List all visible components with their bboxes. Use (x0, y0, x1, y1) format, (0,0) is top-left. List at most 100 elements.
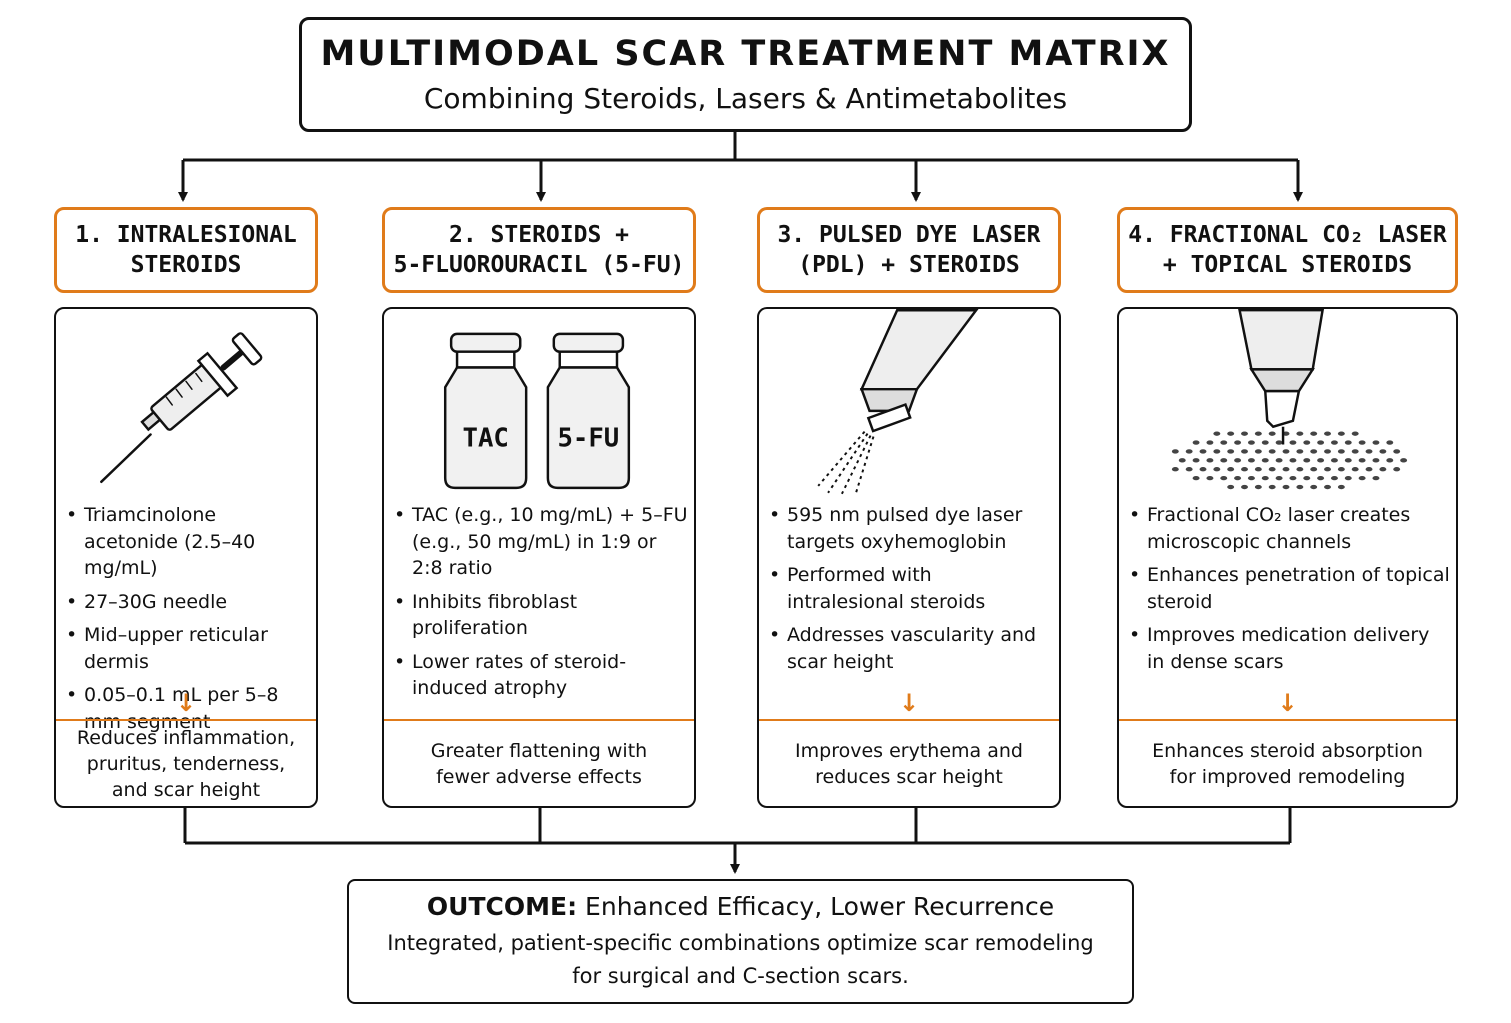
bullet-item: Inhibits fibroblast proliferation (394, 589, 688, 642)
divider (56, 719, 316, 721)
microchannel-dot (1220, 475, 1228, 481)
bullet-item: Addresses vascularity and scar height (769, 622, 1053, 675)
outcome-body: Integrated, patient-specific combination… (387, 927, 1093, 993)
heading-line: 2. STEROIDS + (448, 222, 629, 248)
microchannel-dot (1296, 467, 1304, 472)
microchannel-dot (1289, 475, 1297, 481)
microchannel-dot (1337, 449, 1345, 454)
down-arrow-icon: ↓ (175, 689, 197, 717)
treatment-card-3: 595 nm pulsed dye laser targets oxyhemog… (757, 307, 1061, 808)
microchannel-dot (1400, 458, 1408, 463)
outcome-line: for surgical and C-section scars. (572, 963, 909, 988)
heading-line: (PDL) + STEROIDS (798, 252, 1020, 278)
microchannel-dot (1372, 440, 1380, 445)
heading-line: 5-FLUOROURACIL (5-FU) (393, 252, 685, 278)
syringe-icon (100, 332, 263, 484)
bullet-item: Lower rates of steroid-induced atrophy (394, 649, 688, 702)
microchannel-dot (1379, 449, 1387, 454)
microchannel-dot (1220, 440, 1228, 445)
microchannel-dot (1310, 467, 1318, 472)
microchannel-dot (1254, 449, 1262, 454)
microchannel-dot (1358, 440, 1366, 445)
outcome-line: Integrated, patient-specific combination… (387, 930, 1094, 955)
title-box: MULTIMODAL SCAR TREATMENT MATRIX Combini… (299, 17, 1192, 132)
microchannel-dot (1289, 440, 1297, 445)
microchannel-dots (1171, 431, 1408, 490)
microchannel-dot (1324, 484, 1331, 490)
bullet-list: TAC (e.g., 10 mg/mL) + 5–FU (e.g., 50 mg… (384, 502, 694, 709)
microchannel-dot (1241, 431, 1248, 436)
microchannel-dot (1310, 484, 1318, 490)
outcome-box: OUTCOME: Enhanced Efficacy, Lower Recurr… (347, 879, 1134, 1004)
bullet-item: Fractional CO₂ laser creates microscopic… (1129, 502, 1450, 555)
outcome-label: OUTCOME: (426, 891, 578, 921)
effect-text: Greater flattening with fewer adverse ef… (384, 722, 694, 806)
microchannel-dot (1282, 467, 1290, 472)
microchannel-dot (1254, 467, 1262, 472)
effect-line: pruritus, tenderness, (86, 753, 286, 775)
microchannel-dot (1268, 484, 1276, 490)
down-arrow-icon: ↓ (1277, 689, 1298, 717)
microchannel-dot (1324, 467, 1331, 472)
microchannel-dot (1386, 458, 1394, 463)
treatment-heading-1: 1. INTRALESIONAL STEROIDS (54, 207, 318, 293)
microchannel-dot (1275, 458, 1283, 463)
microchannel-dot (1303, 458, 1311, 463)
divider (759, 719, 1059, 721)
microchannel-dot (1254, 431, 1262, 436)
microchannel-dot (1365, 467, 1373, 472)
microchannel-dot (1254, 484, 1262, 490)
divider (384, 719, 694, 721)
microchannel-dot (1337, 431, 1345, 436)
microchannel-dot (1171, 467, 1179, 472)
microchannel-dot (1247, 440, 1255, 445)
microchannel-dot (1192, 458, 1200, 463)
microchannel-dot (1213, 431, 1221, 436)
microchannel-dot (1324, 431, 1331, 436)
effect-line: Improves erythema and (795, 740, 1023, 762)
bullet-list: Fractional CO₂ laser creates microscopic… (1119, 502, 1456, 682)
page-title: MULTIMODAL SCAR TREATMENT MATRIX (320, 34, 1171, 74)
down-arrow-icon: ↓ (898, 689, 920, 717)
divider (1119, 719, 1456, 721)
microchannel-dot (1317, 458, 1325, 463)
microchannel-dot (1192, 440, 1200, 445)
microchannel-dot (1344, 475, 1352, 481)
effect-text: Enhances steroid absorption for improved… (1119, 722, 1456, 806)
treatment-heading-4: 4. FRACTIONAL CO₂ LASER + TOPICAL STEROI… (1117, 207, 1458, 293)
microchannel-dot (1393, 449, 1401, 454)
microchannel-dot (1289, 458, 1297, 463)
microchannel-dot (1234, 440, 1242, 445)
bullet-item: 0.05–0.1 mL per 5–8 mm segment (66, 682, 310, 735)
microchannel-dot (1303, 440, 1311, 445)
microchannel-dot (1227, 484, 1235, 490)
microchannel-dot (1206, 475, 1214, 481)
laser-handpiece-icon (817, 309, 979, 495)
vial-label-5fu: 5-FU (557, 423, 619, 453)
microchannel-dot (1268, 431, 1276, 436)
heading-line: STEROIDS (130, 252, 242, 278)
treatment-heading-2: 2. STEROIDS + 5-FLUOROURACIL (5-FU) (382, 207, 696, 293)
microchannel-dot (1372, 475, 1380, 481)
outcome-title: OUTCOME: Enhanced Efficacy, Lower Recurr… (427, 891, 1054, 923)
microchannel-dot (1337, 467, 1345, 472)
heading-line: 1. INTRALESIONAL (75, 222, 297, 248)
microchannel-dot (1275, 440, 1283, 445)
microchannel-dot (1185, 467, 1193, 472)
microchannel-dot (1282, 484, 1290, 490)
treatment-heading-3: 3. PULSED DYE LASER (PDL) + STEROIDS (757, 207, 1061, 293)
microchannel-dot (1310, 431, 1318, 436)
bullet-item: Improves medication delivery in dense sc… (1129, 622, 1450, 675)
microchannel-dot (1310, 449, 1318, 454)
microchannel-dot (1192, 475, 1200, 481)
effect-line: and scar height (111, 779, 261, 801)
effect-line: for improved remodeling (1169, 766, 1406, 788)
microchannel-dot (1358, 475, 1366, 481)
microchannel-dot (1227, 449, 1235, 454)
microchannel-dot (1330, 475, 1338, 481)
microchannel-dot (1178, 458, 1186, 463)
microchannel-dot (1351, 467, 1359, 472)
bullet-item: 27–30G needle (66, 589, 310, 616)
fractional-laser-icon (1171, 309, 1408, 490)
microchannel-dot (1247, 475, 1255, 481)
